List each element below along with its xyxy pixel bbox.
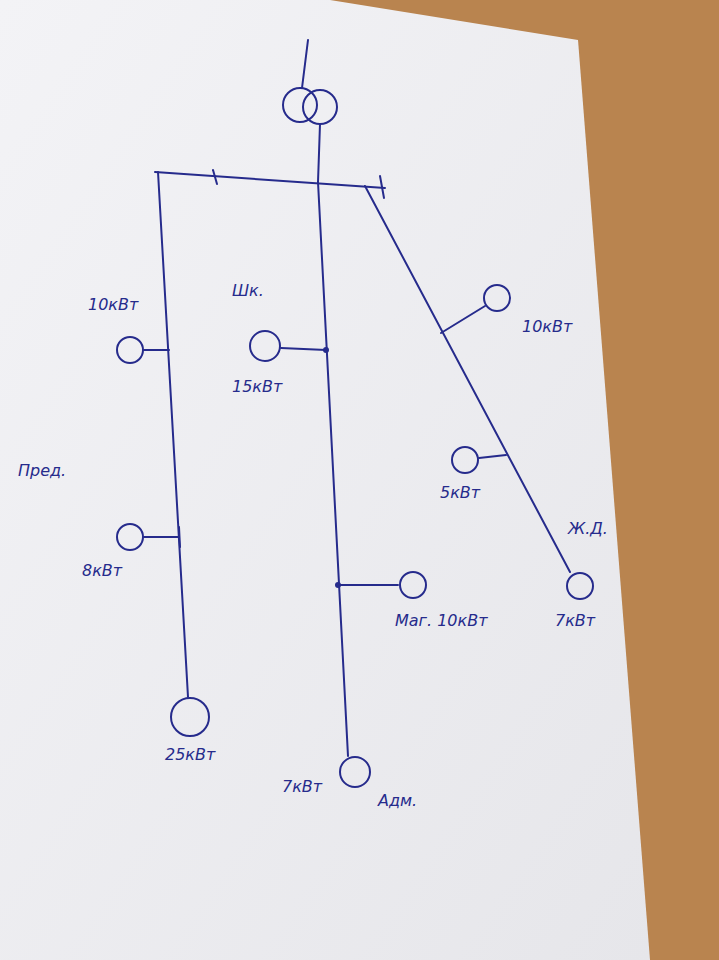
load-outline xyxy=(567,573,593,599)
tap-tick xyxy=(179,527,180,547)
load-circle: Шк.15кВт xyxy=(249,330,281,362)
load-circle: Маг. 10кВт xyxy=(399,571,427,599)
load-outline xyxy=(484,285,510,311)
load-outline xyxy=(250,331,280,361)
bus-tick xyxy=(213,170,217,184)
load-circle: Адм.7кВт xyxy=(339,756,371,788)
load-label: 7кВт xyxy=(282,778,322,796)
load-label: Адм. xyxy=(378,792,417,810)
bus-end-tick xyxy=(380,176,384,198)
load-symbol xyxy=(339,756,371,788)
load-circle: 10кВт xyxy=(483,284,511,312)
load-outline xyxy=(452,447,478,473)
load-symbol xyxy=(116,523,144,551)
junction-dot xyxy=(335,582,341,588)
transformer-lead xyxy=(318,124,320,182)
junction-dot xyxy=(323,347,329,353)
load-circle: 5кВт xyxy=(451,446,479,474)
tap-line xyxy=(338,584,398,586)
load-outline xyxy=(117,337,143,363)
load-label: 10кВт xyxy=(522,318,572,336)
transformer-winding xyxy=(303,90,337,124)
load-symbol xyxy=(399,571,427,599)
load-circle: 25кВт xyxy=(170,697,210,737)
feeder-line xyxy=(318,182,348,756)
paper-sheet xyxy=(0,0,650,960)
tap-line xyxy=(144,536,179,538)
feeder-line xyxy=(158,172,188,697)
load-label: 15кВт xyxy=(232,378,282,396)
load-outline xyxy=(171,698,209,736)
load-symbol xyxy=(451,446,479,474)
load-label: Ж.Д. xyxy=(568,520,608,538)
load-label: Маг. 10кВт xyxy=(395,612,488,630)
wiring xyxy=(144,40,570,756)
note-label: Пред. xyxy=(18,462,66,480)
transformer-lead xyxy=(302,40,308,88)
load-label: 7кВт xyxy=(555,612,595,630)
load-circle: 8кВт xyxy=(116,523,144,551)
load-outline xyxy=(340,757,370,787)
load-symbol xyxy=(249,330,281,362)
load-outline xyxy=(400,572,426,598)
feeder-line xyxy=(365,186,570,572)
load-label: 10кВт xyxy=(88,296,138,314)
load-symbol xyxy=(483,284,511,312)
tap-line xyxy=(281,348,326,350)
load-label: 8кВт xyxy=(82,562,122,580)
load-circle: Ж.Д.7кВт xyxy=(566,572,594,600)
load-symbol xyxy=(566,572,594,600)
tap-line xyxy=(144,349,169,351)
load-symbol xyxy=(170,697,210,737)
load-circle: 10кВт xyxy=(116,336,144,364)
load-symbol xyxy=(116,336,144,364)
junction-dots xyxy=(323,347,341,588)
load-outline xyxy=(117,524,143,550)
load-label: 25кВт xyxy=(165,746,215,764)
load-label: 5кВт xyxy=(440,484,480,502)
tap-line xyxy=(441,306,485,333)
load-label: Шк. xyxy=(232,282,264,300)
tap-line xyxy=(479,455,506,458)
main-bus xyxy=(155,172,385,188)
